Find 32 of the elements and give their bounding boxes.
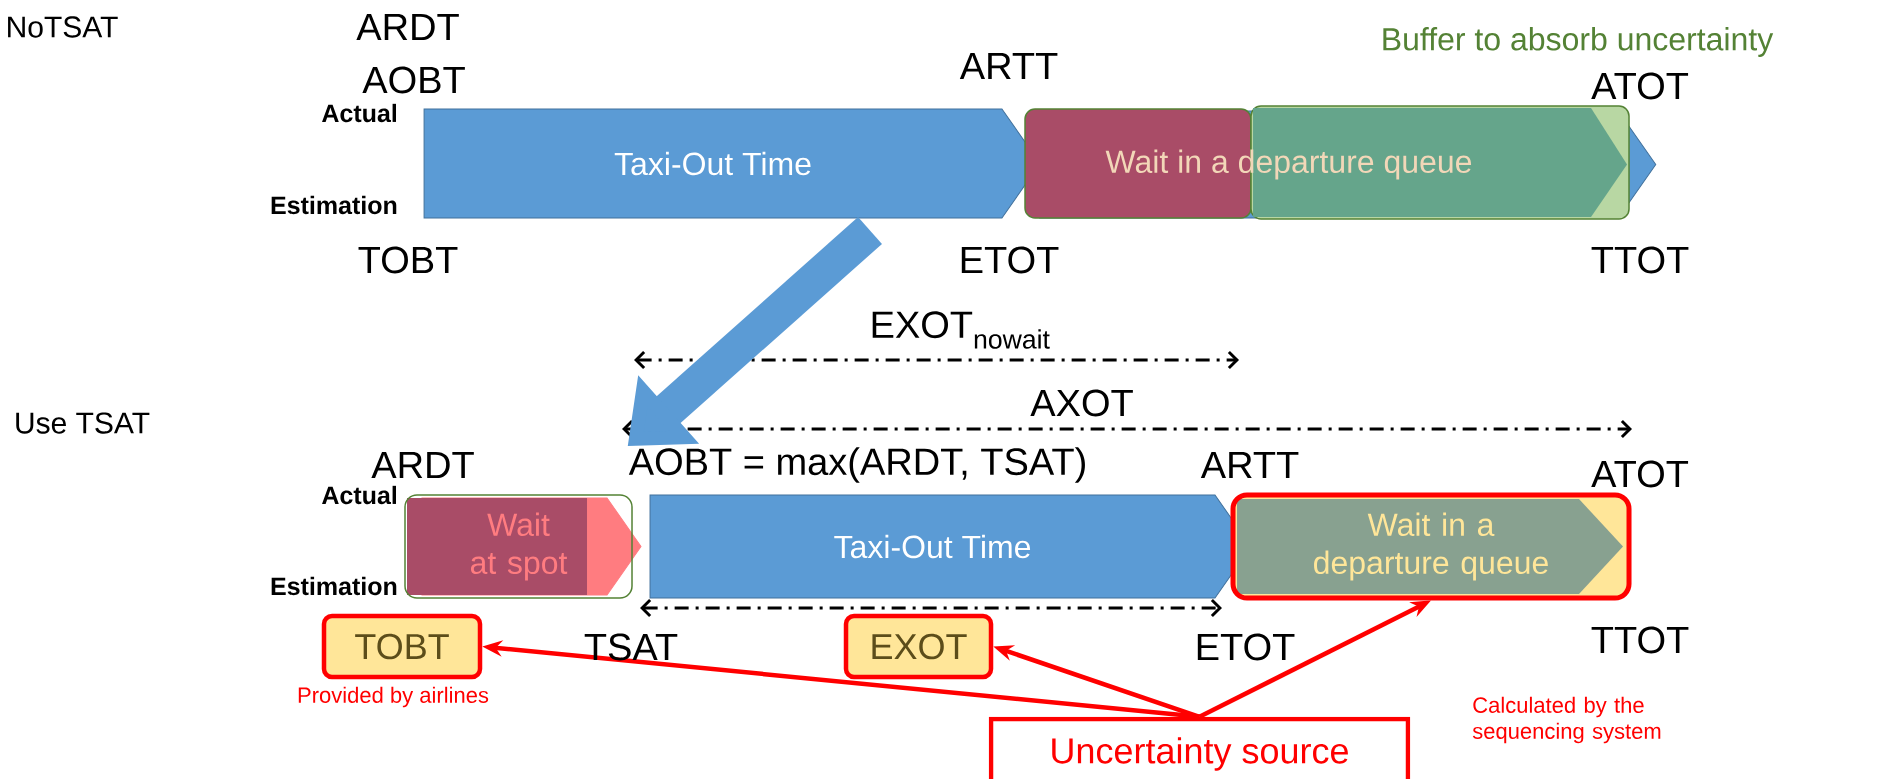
- time-label: AOBT: [362, 66, 465, 94]
- time-label: ETOT: [1197, 633, 1295, 661]
- note-text: Provided by airlines: [298, 686, 489, 708]
- time-label: TSAT: [584, 633, 678, 661]
- time-label: EXOT$_{nowait}$: [872, 311, 1050, 349]
- note-text: Calculated by the sequencing system: [1472, 696, 1661, 744]
- phase-bar: Taxi-Out Time: [423, 108, 1041, 219]
- wait-box: Wait at spot: [404, 494, 642, 599]
- time-label: Use TSAT: [16, 412, 150, 434]
- time-label: ARTT: [1200, 451, 1299, 479]
- source-tag: TOBT: [321, 613, 483, 680]
- time-label: ATOT: [1591, 460, 1689, 488]
- time-label: Actual: [322, 485, 397, 505]
- queue-box: Wait in a departure queue: [1230, 492, 1632, 601]
- time-label: NoTSAT: [8, 16, 118, 38]
- callout-box: Uncertainty source: [988, 716, 1411, 779]
- time-label: ARDT: [371, 451, 474, 479]
- formula-text: AOBT = max(ARDT, TSAT): [628, 447, 1085, 483]
- time-label: TTOT: [1591, 626, 1689, 654]
- phase-bar: Taxi-Out Time: [649, 494, 1252, 599]
- time-label: ARTT: [959, 52, 1058, 80]
- time-label: Actual: [322, 103, 397, 123]
- source-tag: EXOT: [843, 613, 994, 680]
- time-label: ETOT: [961, 246, 1059, 274]
- time-label: Buffer to absorb uncertainty: [1383, 27, 1774, 57]
- time-label: AXOT: [1030, 389, 1133, 417]
- time-label: Estimation: [271, 576, 397, 596]
- time-label: Estimation: [271, 195, 397, 215]
- time-label: TTOT: [1591, 246, 1689, 274]
- time-label: TOBT: [358, 246, 458, 274]
- time-label: ATOT: [1591, 72, 1689, 100]
- time-label: ARDT: [356, 13, 459, 41]
